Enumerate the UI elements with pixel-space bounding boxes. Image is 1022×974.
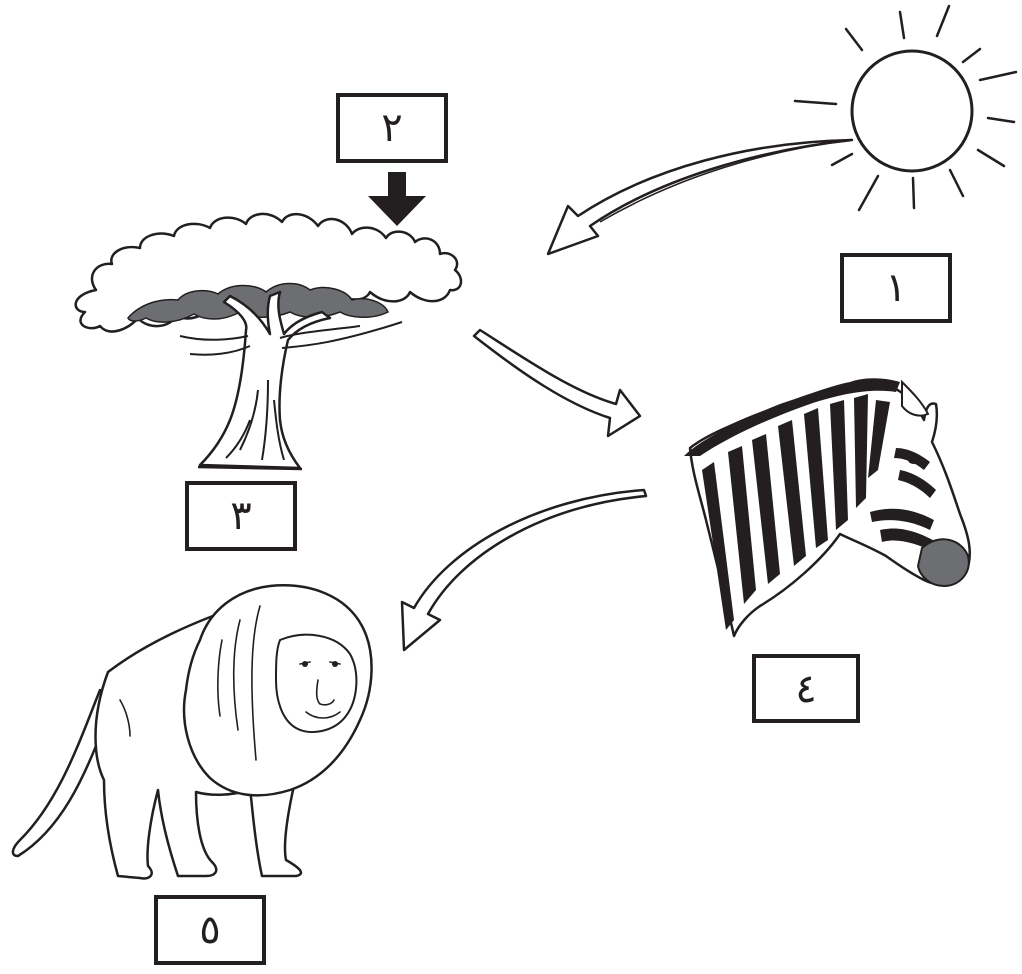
sun-icon xyxy=(795,6,1016,210)
curved-arrow-icon xyxy=(402,490,646,650)
zebra-icon xyxy=(684,378,970,636)
sun-label-box: ١ xyxy=(840,253,952,323)
tree-icon xyxy=(76,214,461,469)
lion-label-box: ٥ xyxy=(154,895,266,965)
lion-label: ٥ xyxy=(199,907,220,953)
sun-label: ١ xyxy=(885,265,906,311)
energy-input-label: ٢ xyxy=(381,105,402,151)
zebra-label: ٤ xyxy=(795,666,816,712)
curved-arrow-icon xyxy=(474,330,640,436)
down-arrow-icon xyxy=(368,172,426,226)
curved-arrow-icon xyxy=(548,140,852,254)
tree-label: ٣ xyxy=(230,493,251,539)
lion-icon xyxy=(13,585,372,878)
energy-input-label-box: ٢ xyxy=(336,93,448,163)
zebra-label-box: ٤ xyxy=(752,654,860,723)
tree-label-box: ٣ xyxy=(185,481,297,551)
